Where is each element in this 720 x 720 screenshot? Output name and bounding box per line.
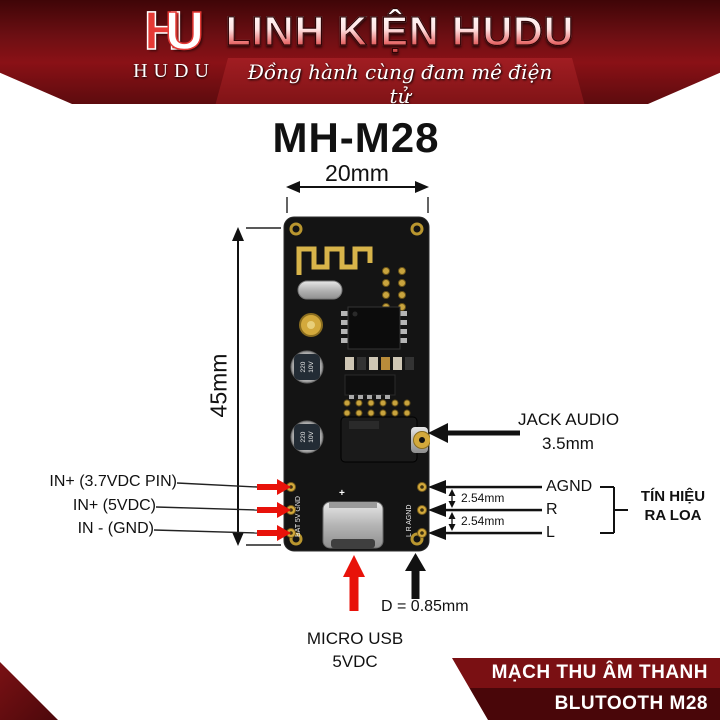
footer-banner: MẠCH THU ÂM THANH BLUTOOTH M28 — [452, 658, 720, 720]
main-ic-chip — [341, 306, 407, 350]
smd-components — [345, 357, 414, 370]
label-in-37vdc-pin: IN+ (3.7VDC PIN) — [49, 473, 177, 490]
label-micro-usb-line1: MICRO USB — [306, 629, 404, 648]
hole-diameter-arrow — [405, 553, 426, 599]
height-dimension-label: 45mm — [205, 353, 232, 418]
usb-plus-marking: + — [339, 488, 345, 499]
label-pin-l: L — [546, 524, 555, 541]
label-jack-size: 3.5mm — [542, 434, 594, 453]
label-hole-diameter: D = 0.85mm — [381, 598, 469, 615]
label-in-5vdc: IN+ (5VDC) — [72, 497, 156, 514]
brand-tagline: Đồng hành cùng đam mê điện tử — [214, 58, 586, 110]
label-speaker-signal-line2: RA LOA — [644, 507, 702, 524]
width-dimension-lines — [286, 181, 429, 213]
silkscreen-left-pins: BAT 5V GND — [295, 496, 302, 537]
footer-product-name: BLUTOOTH M28 — [452, 688, 720, 720]
footer-product-description: MẠCH THU ÂM THANH — [452, 658, 720, 688]
antenna-trace — [296, 246, 373, 275]
logo-letter-h: H — [143, 1, 184, 61]
label-pin-pitch-2: 2.54mm — [461, 514, 505, 528]
label-pin-r: R — [546, 501, 558, 518]
width-dimension-label: 20mm — [325, 160, 389, 186]
capacitor-1-text-value: 220 — [300, 361, 307, 372]
audio-jack — [340, 416, 430, 463]
capacitor-2-text-value: 220 — [300, 431, 307, 442]
label-speaker-signal: TÍN HIỆU RA LOA — [630, 487, 716, 525]
label-in-gnd: IN - (GND) — [77, 520, 154, 537]
speaker-signal-bracket — [600, 486, 628, 534]
pad-grid-middle — [343, 399, 411, 417]
label-micro-usb-line2: 5VDC — [332, 652, 378, 671]
capacitor-1: 220 10V — [290, 350, 324, 384]
height-dimension-lines — [232, 227, 281, 546]
pcb-photo: 220 10V 220 10V BAT 5V GND L R AGND — [283, 216, 430, 552]
header-banner: HU HUDU LINH KIỆN HUDU Đồng hành cùng đa… — [0, 0, 720, 104]
output-pin-arrows — [428, 480, 542, 540]
right-pin-holes — [417, 482, 427, 538]
power-input-red-arrows — [257, 479, 291, 541]
logo-monogram: HU — [124, 1, 224, 61]
capacitor-1-text-voltage: 10V — [308, 361, 315, 373]
jack-audio-arrow — [428, 423, 520, 443]
label-micro-usb: MICRO USB 5VDC — [303, 627, 407, 673]
silkscreen-right-pins: L R AGND — [406, 505, 413, 537]
pitch-tick-marks — [448, 489, 456, 531]
secondary-ic-chip — [344, 374, 396, 399]
power-input-leader-lines — [153, 482, 258, 534]
micro-usb-port: + — [322, 488, 384, 549]
label-jack-audio: JACK AUDIO — [518, 410, 620, 429]
capacitor-2: 220 10V — [290, 420, 324, 454]
product-model-title: MH-M28 — [272, 114, 440, 161]
brand-title: LINH KIỆN HUDU — [214, 7, 586, 55]
crystal-oscillator — [297, 280, 343, 300]
brand-logo: HU HUDU — [124, 1, 224, 83]
label-speaker-signal-line1: TÍN HIỆU — [640, 488, 706, 505]
brand-block: LINH KIỆN HUDU Đồng hành cùng đam mê điệ… — [214, 7, 586, 110]
label-pin-agnd: AGND — [546, 478, 593, 495]
label-pin-pitch-1: 2.54mm — [461, 491, 505, 505]
gold-pad-circle — [299, 313, 323, 337]
logo-letter-u: U — [164, 1, 205, 61]
capacitor-2-text-voltage: 10V — [308, 431, 315, 443]
micro-usb-red-arrow — [343, 555, 365, 611]
logo-word: HUDU — [133, 60, 215, 82]
